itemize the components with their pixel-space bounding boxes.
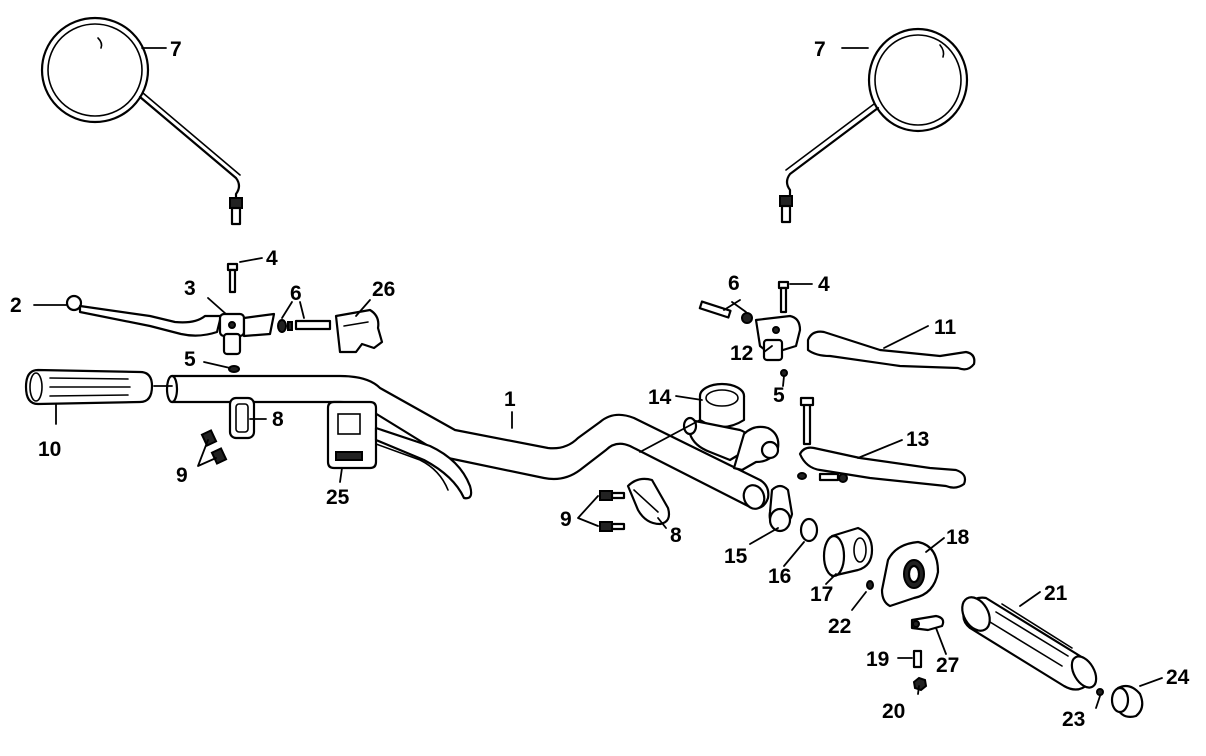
callout-1: 1 xyxy=(504,388,516,411)
nut-20 xyxy=(912,676,928,692)
callout-24: 24 xyxy=(1166,666,1190,689)
callout-12: 12 xyxy=(730,342,753,365)
callout-25: 25 xyxy=(326,486,350,509)
adjuster-left xyxy=(277,319,332,333)
bushing-17 xyxy=(822,526,874,578)
callout-5-right: 5 xyxy=(773,384,785,407)
callout-26: 26 xyxy=(372,278,395,301)
callout-8-left: 8 xyxy=(272,408,284,431)
callout-6-left: 6 xyxy=(290,282,302,305)
left-grip xyxy=(24,368,154,406)
clutch-lever-left xyxy=(65,294,223,337)
callout-18: 18 xyxy=(946,526,970,549)
callout-19: 19 xyxy=(866,648,889,671)
callout-4-left: 4 xyxy=(266,247,278,270)
clamp-right xyxy=(626,477,671,526)
callout-9-left: 9 xyxy=(176,464,188,487)
ring-16 xyxy=(799,517,819,543)
callout-8-right: 8 xyxy=(670,524,682,547)
bar-end-cap xyxy=(1110,684,1144,718)
callout-20: 20 xyxy=(882,700,905,723)
master-cylinder xyxy=(682,382,780,472)
callout-7-right: 7 xyxy=(814,38,826,61)
lever-perch-left xyxy=(218,312,276,356)
callout-23: 23 xyxy=(1062,708,1085,731)
callout-5-left: 5 xyxy=(184,348,196,371)
cable-clip-27 xyxy=(910,614,945,632)
washer-right xyxy=(780,369,788,377)
handlebar-tube xyxy=(165,374,770,510)
adjuster-right xyxy=(698,300,753,324)
mirror-right xyxy=(779,27,969,224)
callout-4-right: 4 xyxy=(818,273,830,296)
screw-left-top xyxy=(226,262,239,294)
callout-17: 17 xyxy=(810,583,833,606)
callout-6-right: 6 xyxy=(728,272,740,295)
washer-left xyxy=(228,365,240,373)
switch-housing-left xyxy=(326,400,473,500)
callout-13: 13 xyxy=(906,428,929,451)
callout-16: 16 xyxy=(768,565,791,588)
callout-11: 11 xyxy=(934,316,957,339)
lever-right-11 xyxy=(806,330,976,371)
screw-22 xyxy=(866,580,874,590)
mirror-left xyxy=(40,16,243,226)
perch-cover-left xyxy=(334,308,384,354)
leader-lines xyxy=(33,47,1163,709)
callout-27: 27 xyxy=(936,654,959,677)
callout-15: 15 xyxy=(724,545,748,568)
callout-3: 3 xyxy=(184,277,196,300)
callout-14: 14 xyxy=(648,386,672,409)
throttle-housing-18 xyxy=(880,540,940,608)
clamp-left xyxy=(228,396,256,440)
set-screw-19 xyxy=(912,649,923,669)
callout-7-left: 7 xyxy=(170,38,182,61)
callout-22: 22 xyxy=(828,615,851,638)
callouts: 7 7 4 4 3 2 6 6 26 11 12 5 5 14 1 8 13 1… xyxy=(10,38,1190,731)
callout-10: 10 xyxy=(38,438,61,461)
lever-perch-right xyxy=(754,314,802,362)
callout-21: 21 xyxy=(1044,582,1068,605)
brake-lever xyxy=(797,396,967,489)
right-grip xyxy=(961,596,1098,691)
throttle-sleeve-15 xyxy=(768,484,794,533)
callout-2: 2 xyxy=(10,294,22,317)
bolts-left xyxy=(200,429,228,465)
screw-right-top xyxy=(777,280,790,314)
screw-23 xyxy=(1096,688,1104,696)
callout-9-right: 9 xyxy=(560,508,572,531)
bolts-right xyxy=(599,490,626,532)
